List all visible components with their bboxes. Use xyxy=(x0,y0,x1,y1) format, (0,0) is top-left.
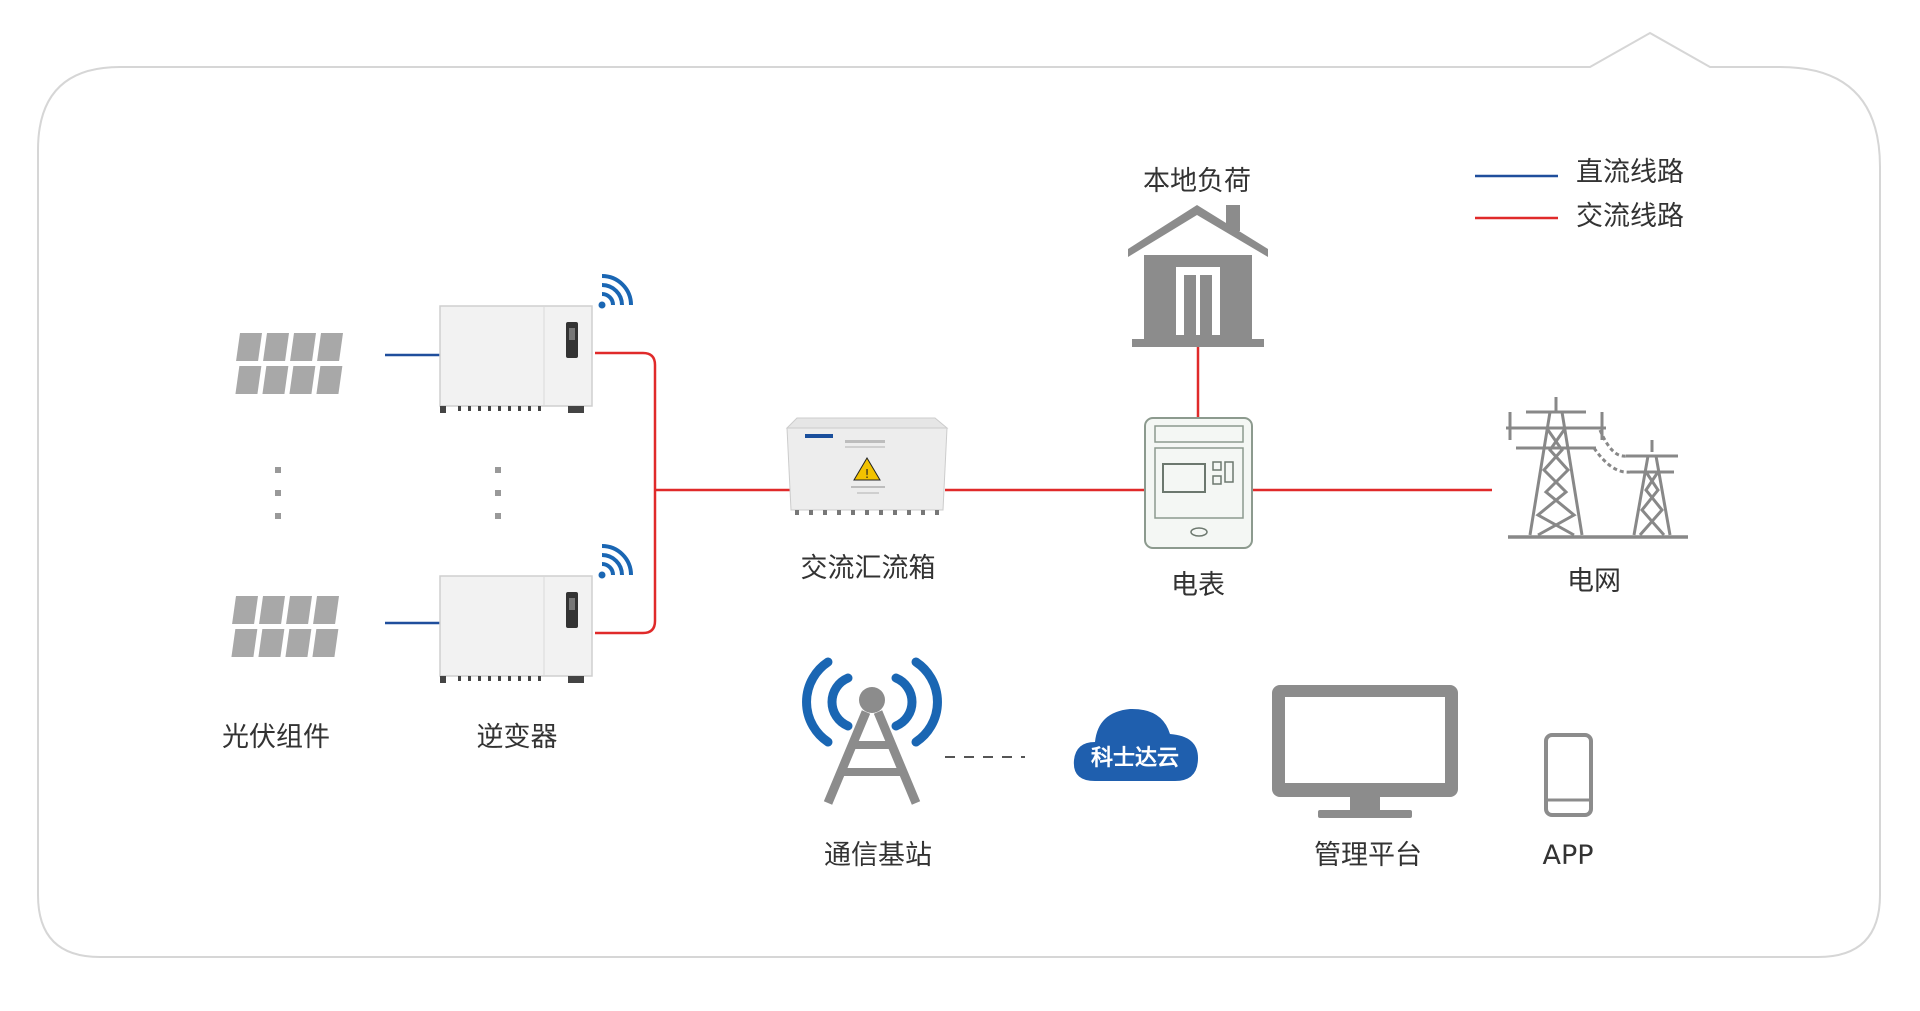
cloud-label: 科士达云 xyxy=(1091,746,1179,771)
base-station-label: 通信基站 xyxy=(824,840,932,871)
legend-ac-label: 交流线路 xyxy=(1576,201,1684,232)
grid-label: 电网 xyxy=(1567,566,1621,597)
legend-dc-label: 直流线路 xyxy=(1576,157,1684,188)
solar-panel-icon xyxy=(235,333,343,394)
frame-border xyxy=(37,31,1881,958)
signal-tower-icon xyxy=(802,657,942,805)
inverter-icon xyxy=(439,575,593,683)
ac-combiner-label: 交流汇流箱 xyxy=(801,553,936,584)
local-load-label: 本地负荷 xyxy=(1143,166,1251,197)
inverter-label: 逆变器 xyxy=(477,722,558,753)
monitor-icon xyxy=(1272,685,1458,818)
inverter-icon xyxy=(439,305,593,413)
pv-label: 光伏组件 xyxy=(222,722,330,753)
house-icon xyxy=(1128,205,1268,347)
svg-text:!: ! xyxy=(865,467,870,481)
electric-meter-icon xyxy=(1144,417,1253,549)
wifi-icon xyxy=(598,274,633,309)
ellipsis-dots xyxy=(275,467,281,519)
platform-label: 管理平台 xyxy=(1314,840,1422,871)
wifi-icon xyxy=(598,544,633,579)
cloud-icon xyxy=(1073,708,1198,781)
ac-line-inverters xyxy=(595,351,657,635)
app-label: APP xyxy=(1542,840,1593,871)
combiner-box-icon: ! xyxy=(785,417,949,515)
ellipsis-dots xyxy=(495,467,501,519)
smartphone-icon xyxy=(1544,733,1593,817)
solar-panel-icon xyxy=(231,596,339,657)
meter-label: 电表 xyxy=(1171,570,1225,601)
power-tower-icon xyxy=(1506,397,1688,539)
